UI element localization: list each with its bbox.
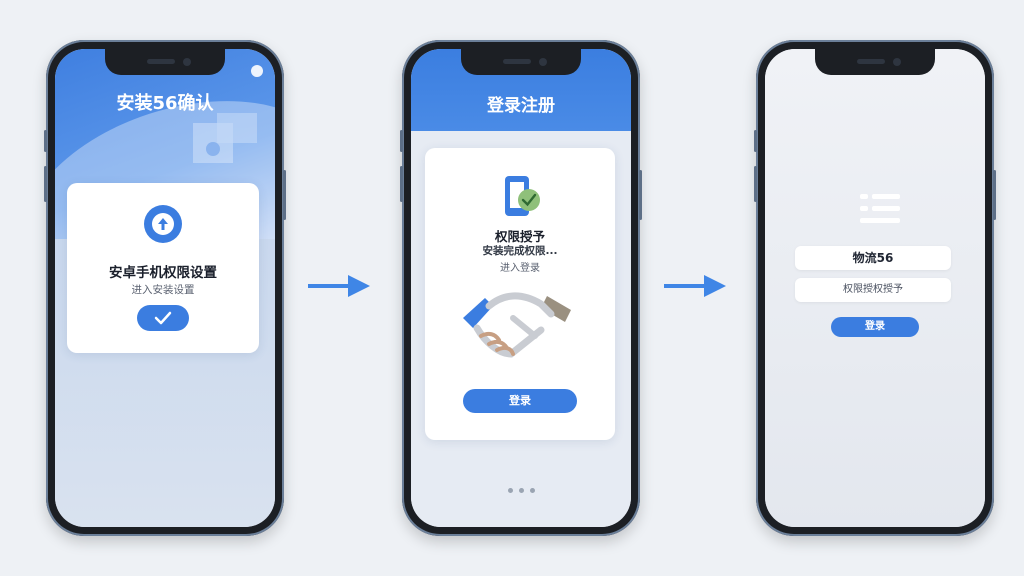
phone-step-1: 安装56确认 安卓手机权限设置 进入安装设置 <box>44 40 286 536</box>
notch <box>105 49 225 75</box>
confirm-button[interactable] <box>137 305 189 331</box>
card-subtitle: 安装完成权限... <box>482 245 558 257</box>
screen-step-2: 登录注册 权限授予 安装完成权限... 进入登录 登录 <box>411 49 631 527</box>
arrow-right-icon <box>308 275 370 297</box>
page-indicator <box>411 478 631 497</box>
notch <box>461 49 581 75</box>
list-icon <box>860 194 900 223</box>
screen-step-1: 安装56确认 安卓手机权限设置 进入安装设置 <box>55 49 275 527</box>
page-title: 登录注册 <box>487 96 555 116</box>
handshake-icon <box>463 292 571 358</box>
login-button[interactable]: 登录 <box>831 317 919 337</box>
notch <box>815 49 935 75</box>
check-icon <box>154 311 172 325</box>
phone-shield-icon <box>505 176 540 216</box>
page-title: 安装56确认 <box>116 93 214 114</box>
permission-card: 权限授予 安装完成权限... 进入登录 登录 <box>425 148 615 440</box>
card-subtitle-2: 进入登录 <box>500 263 540 274</box>
package-illustration <box>193 113 257 163</box>
phone-step-3: 物流56 权限授权授予 登录 <box>754 40 996 536</box>
permission-field[interactable]: 权限授权授予 <box>795 278 951 302</box>
arrow-right-icon <box>664 275 726 297</box>
card-title: 权限授予 <box>494 229 545 244</box>
phone-step-2: 登录注册 权限授予 安装完成权限... 进入登录 登录 <box>400 40 642 536</box>
status-dot <box>251 65 263 77</box>
card-title: 安卓手机权限设置 <box>109 265 217 281</box>
install-card: 安卓手机权限设置 进入安装设置 <box>67 183 259 353</box>
app-name-field[interactable]: 物流56 <box>795 246 951 270</box>
login-button[interactable]: 登录 <box>463 389 577 413</box>
card-subtitle: 进入安装设置 <box>131 284 195 296</box>
upload-icon <box>144 205 182 243</box>
screen-step-3: 物流56 权限授权授予 登录 <box>765 49 985 527</box>
